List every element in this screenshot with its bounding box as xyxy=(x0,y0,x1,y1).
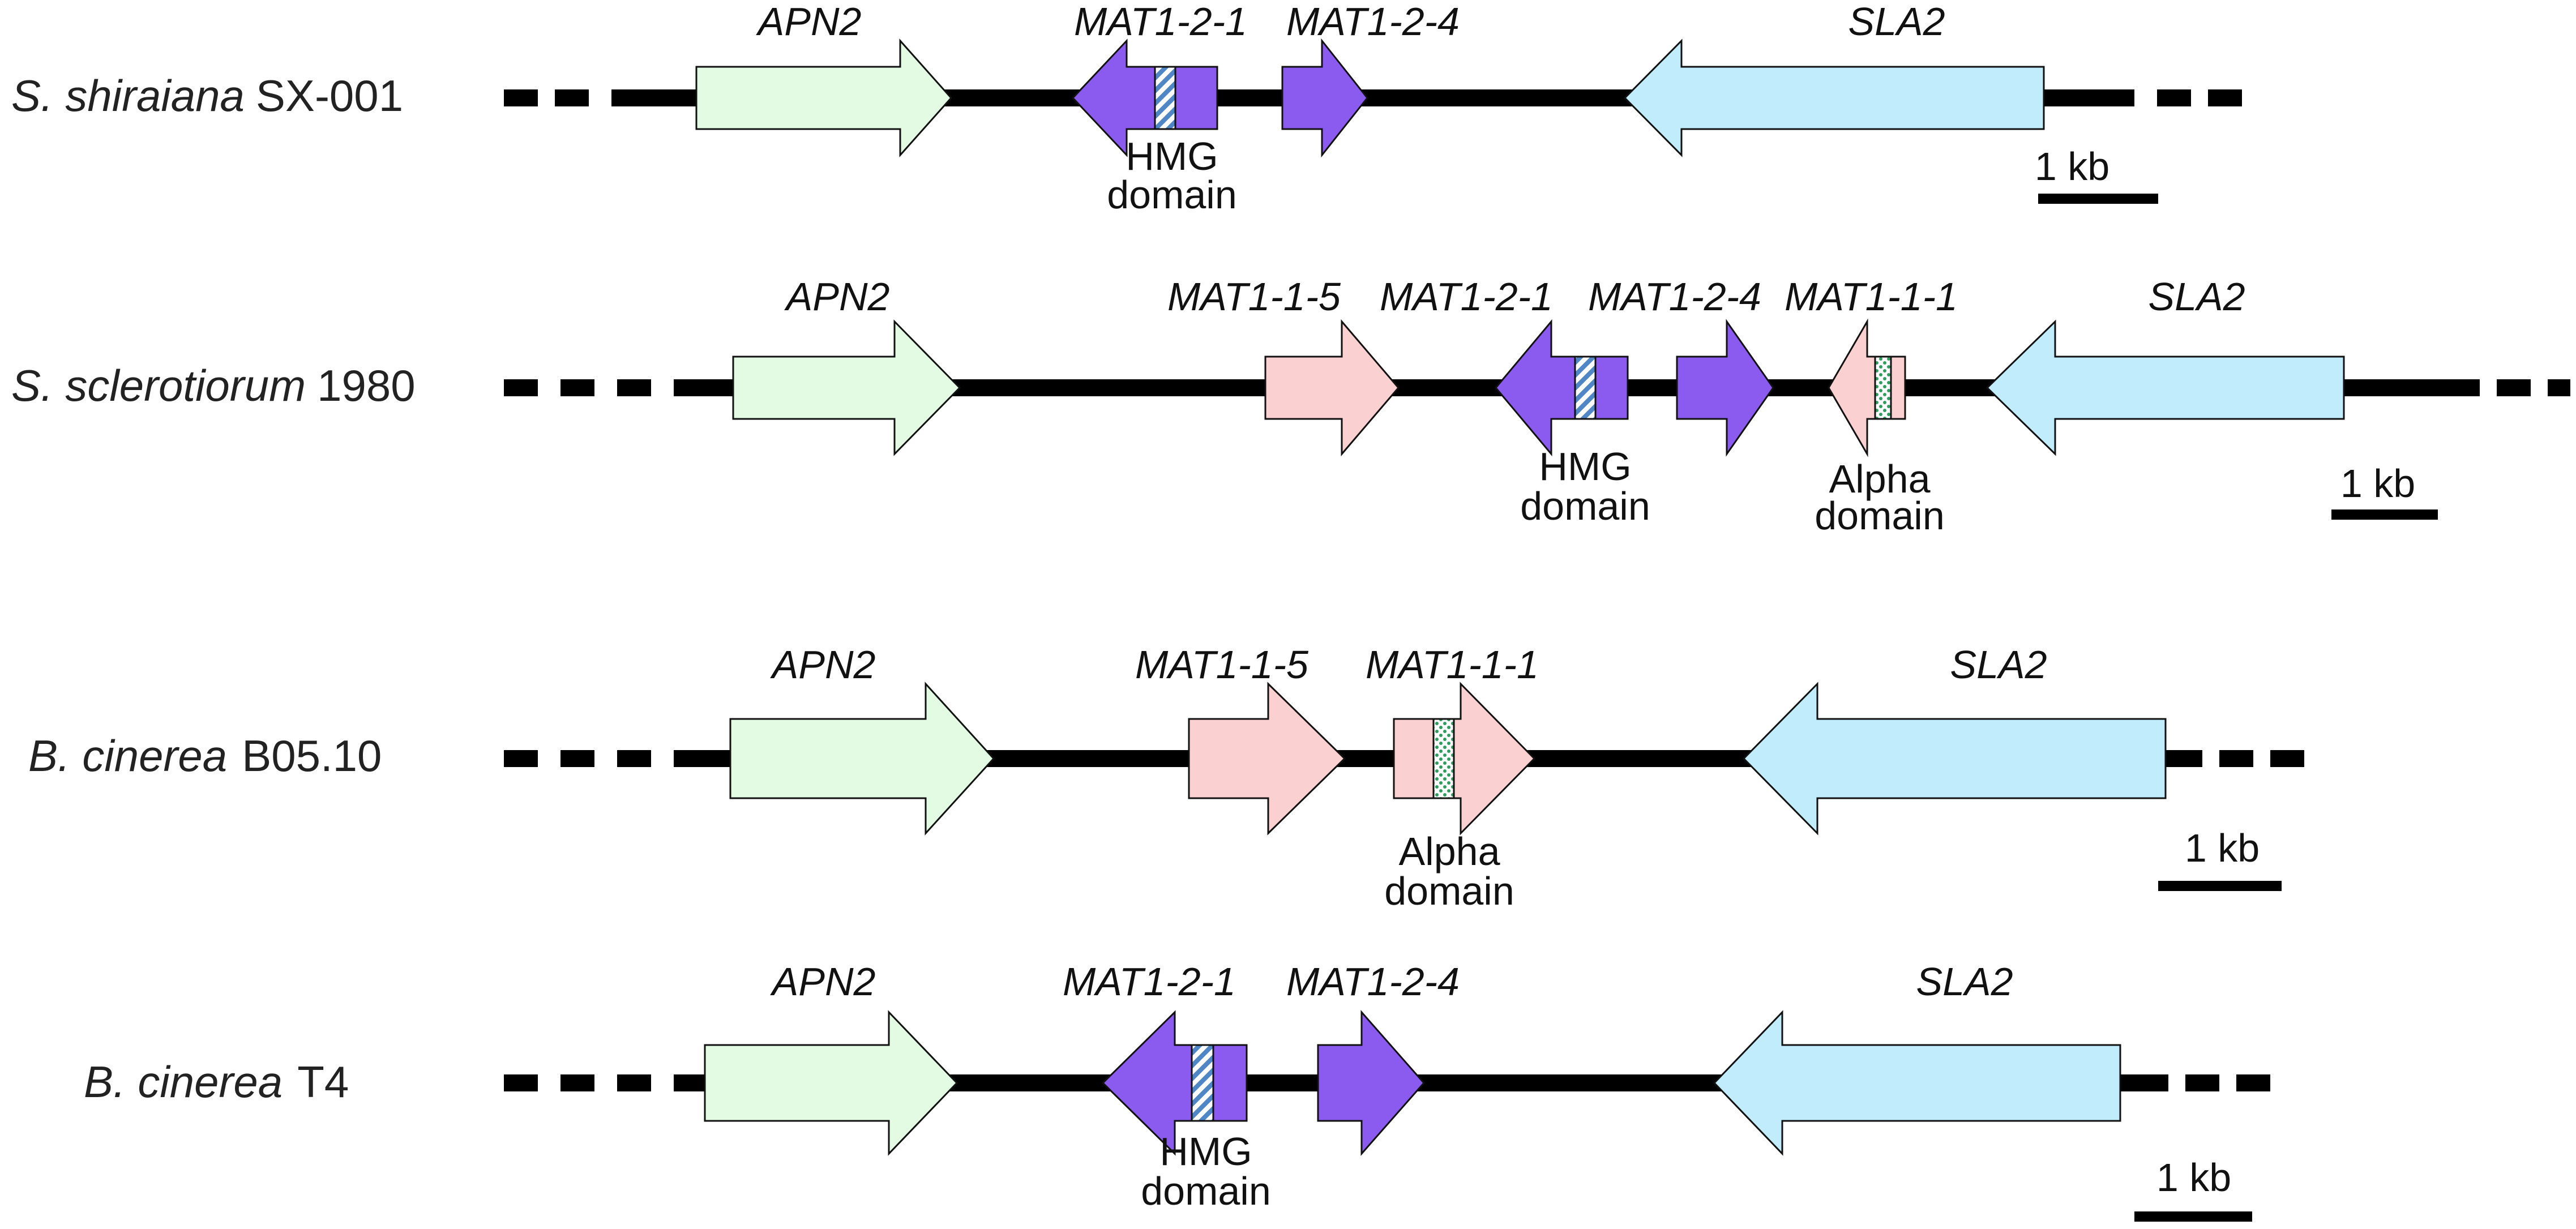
domain-label-line2: domain xyxy=(1815,494,1945,538)
hmg-domain-box xyxy=(1154,66,1176,130)
domain-label-line1: Alpha xyxy=(1398,829,1500,873)
gene-mat1-1-5 xyxy=(1264,319,1400,457)
domain-label-line1: HMG xyxy=(1159,1129,1252,1174)
label-apn2: APN2 xyxy=(770,643,876,687)
scale-bar xyxy=(2158,881,2282,891)
backbone-dashes-left xyxy=(504,89,645,106)
gene-mat1-2-4 xyxy=(1317,1010,1425,1156)
backbone-dashes-right xyxy=(2446,379,2570,396)
gene-apn2 xyxy=(732,319,961,456)
gene-mat1-2-1 xyxy=(1495,319,1629,457)
label-sla2: SLA2 xyxy=(1848,0,1945,44)
scale-bar xyxy=(2331,509,2438,520)
label-mat1-1-5: MAT1-1-5 xyxy=(1135,643,1309,687)
backbone-dashes-right xyxy=(2134,1074,2270,1091)
label-mat1-2-1: MAT1-2-1 xyxy=(1380,275,1553,319)
gene-mat1-1-1 xyxy=(1828,318,1906,457)
backbone-dashes-left xyxy=(504,750,651,767)
hmg-domain-box xyxy=(1574,356,1597,420)
gene-apn2 xyxy=(704,1010,958,1156)
domain-label-line2: domain xyxy=(1141,1169,1271,1213)
strain-name: B05.10 xyxy=(242,731,382,781)
scale-bar-label: 1 kb xyxy=(2035,144,2109,189)
gene-mat1-2-4 xyxy=(1676,319,1774,457)
scale-bar-label: 1 kb xyxy=(2156,1155,2231,1200)
domain-label-line1: Alpha xyxy=(1829,457,1930,501)
gene-mat1-1-5 xyxy=(1188,682,1346,836)
label-mat1-2-4: MAT1-2-4 xyxy=(1286,0,1460,44)
backbone-dashes-left xyxy=(504,379,651,396)
hmg-domain-box xyxy=(1191,1044,1214,1122)
gene-sla2 xyxy=(1623,38,2045,157)
backbone-dashes-right xyxy=(2168,750,2304,767)
strain-name: T4 xyxy=(297,1057,349,1107)
label-apn2: APN2 xyxy=(756,0,862,44)
domain-label-line2: domain xyxy=(1107,173,1237,217)
species-label: B. cinerea T4 xyxy=(84,1057,349,1107)
species-name: S. sclerotiorum xyxy=(11,361,306,410)
label-mat1-2-1: MAT1-2-1 xyxy=(1063,960,1236,1004)
alpha-domain-box xyxy=(1432,718,1455,799)
strain-name: 1980 xyxy=(317,361,416,410)
species-name: B. cinerea xyxy=(84,1057,283,1107)
gene-mat1-2-4 xyxy=(1281,38,1368,158)
gene-apn2 xyxy=(729,682,995,836)
domain-label-line2: domain xyxy=(1520,484,1650,528)
scale-bar-label: 1 kb xyxy=(2185,826,2260,870)
species-name: B. cinerea xyxy=(28,731,227,781)
species-label: B. cinerea B05.10 xyxy=(28,731,382,781)
scale-bar xyxy=(2134,1211,2252,1222)
domain-label-line2: domain xyxy=(1384,869,1514,913)
gene-mat1-1-1 xyxy=(1393,682,1536,836)
label-mat1-1-1: MAT1-1-1 xyxy=(1785,275,1958,319)
gene-sla2 xyxy=(1713,1010,2121,1156)
label-apn2: APN2 xyxy=(784,275,890,319)
backbone-dashes-left xyxy=(504,1074,651,1091)
label-apn2: APN2 xyxy=(770,960,876,1004)
label-sla2: SLA2 xyxy=(1950,643,2047,687)
scale-bar xyxy=(2038,194,2158,204)
label-sla2: SLA2 xyxy=(2148,275,2245,319)
label-mat1-2-4: MAT1-2-4 xyxy=(1588,275,1761,319)
label-sla2: SLA2 xyxy=(1916,960,2013,1004)
gene-mat1-2-1 xyxy=(1071,38,1218,157)
label-mat1-1-1: MAT1-1-1 xyxy=(1366,643,1539,687)
strain-name: SX-001 xyxy=(256,71,403,121)
gene-sla2 xyxy=(1742,682,2167,836)
label-mat1-2-4: MAT1-2-4 xyxy=(1286,960,1460,1004)
backbone-dashes-right xyxy=(2100,89,2242,106)
domain-label-line1: HMG xyxy=(1126,134,1218,178)
domain-label-line1: HMG xyxy=(1539,444,1631,489)
alpha-domain-box xyxy=(1874,356,1892,420)
scale-bar-label: 1 kb xyxy=(2340,461,2415,506)
label-mat1-2-1: MAT1-2-1 xyxy=(1074,0,1247,44)
species-name: S. shiraiana xyxy=(11,71,245,121)
gene-sla2 xyxy=(1986,319,2345,456)
label-mat1-1-5: MAT1-1-5 xyxy=(1167,275,1341,319)
track-b-cinerea-t4: B. cinerea T4 APN2 MAT1-2-1 MAT1-2-4 SLA2… xyxy=(84,960,2270,1222)
gene-apn2 xyxy=(695,38,953,157)
